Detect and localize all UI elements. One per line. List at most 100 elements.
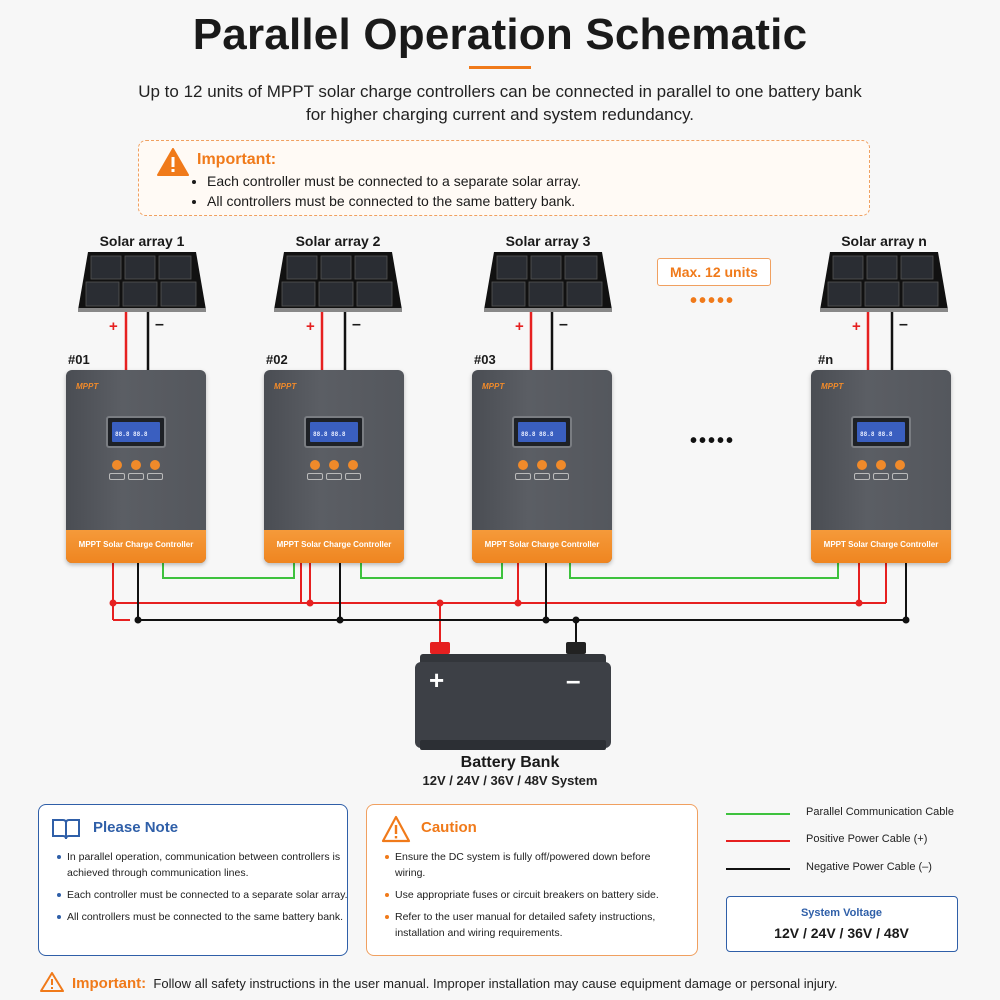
charge-controller-02: MPPT 88.8 88.8 MPPT Solar Charge Control… (264, 370, 404, 563)
button-label-plate (109, 473, 125, 480)
communication-cables (162, 562, 839, 579)
controller-band-label: MPPT Solar Charge Controller (484, 540, 600, 549)
wiring-diagram (109, 312, 910, 750)
legend-communication: Parallel Communication Cable (726, 806, 976, 822)
controller-button (329, 460, 339, 470)
solar-panel-icon (274, 252, 402, 312)
list-item: Ensure the DC system is fully off/powere… (385, 849, 680, 881)
charge-controller-01: MPPT 88.8 88.8 MPPT Solar Charge Control… (66, 370, 206, 563)
please-note-list: In parallel operation, communication bet… (57, 849, 352, 931)
controller-band: MPPT Solar Charge Controller (472, 530, 612, 563)
controller-brand: MPPT (76, 382, 99, 391)
lcd-display: 88.8 88.8 (512, 416, 572, 448)
footer-label: Important: (72, 975, 147, 992)
controller-brand: MPPT (274, 382, 297, 391)
important-heading: Important: (197, 151, 277, 168)
lcd-display: 88.8 88.8 (304, 416, 364, 448)
unit-number-02: #02 (266, 352, 288, 367)
positive-sign: + (515, 318, 524, 335)
battery-bank (415, 642, 611, 750)
warning-outline-icon (381, 815, 411, 843)
button-label-plate (534, 473, 550, 480)
caution-heading: Caution (421, 819, 477, 836)
ellipsis-orange: ••••• (690, 290, 736, 312)
array-label-n: Solar array n (841, 233, 927, 249)
negative-sign: – (559, 316, 568, 333)
controller-band: MPPT Solar Charge Controller (264, 530, 404, 563)
panel-leads (124, 312, 894, 372)
solar-panel-icon (820, 252, 948, 312)
controller-band-label: MPPT Solar Charge Controller (823, 540, 939, 549)
footer-warning: Important: Follow all safety instruction… (40, 972, 980, 992)
array-label-1: Solar array 1 (99, 233, 185, 249)
system-voltage-value: 12V / 24V / 36V / 48V (774, 925, 909, 941)
legend-negative: Negative Power Cable (–) (726, 861, 976, 877)
button-label-plate (515, 473, 531, 480)
legend-label: Parallel Communication Cable (806, 806, 954, 818)
positive-sign: + (109, 318, 118, 335)
system-voltage-card: System Voltage 12V / 24V / 36V / 48V (726, 896, 958, 952)
important-box: Important: Each controller must be conne… (138, 140, 870, 216)
charge-controller-n: MPPT 88.8 88.8 MPPT Solar Charge Control… (811, 370, 951, 563)
controller-button (310, 460, 320, 470)
negative-sign: – (899, 316, 908, 333)
button-label-plate (128, 473, 144, 480)
unit-number-01: #01 (68, 352, 90, 367)
controller-button (348, 460, 358, 470)
battery-minus-label: – (566, 665, 581, 695)
max-units-tag: Max. 12 units (657, 258, 771, 286)
controller-band-label: MPPT Solar Charge Controller (276, 540, 392, 549)
controller-button (857, 460, 867, 470)
controller-brand: MPPT (482, 382, 505, 391)
positive-sign: + (852, 318, 861, 335)
please-note-card: Please Note In parallel operation, commu… (38, 804, 348, 956)
subtitle-line-2: for higher charging current and system r… (305, 105, 695, 124)
caution-card: Caution Ensure the DC system is fully of… (366, 804, 698, 956)
battery-plus-label: + (429, 665, 445, 695)
page-title: Parallel Operation Schematic (192, 10, 808, 59)
controller-button (518, 460, 528, 470)
controller-brand: MPPT (821, 382, 844, 391)
book-icon (52, 819, 80, 840)
ellipsis-dark: ••••• (690, 430, 736, 452)
footer-text: Follow all safety instructions in the us… (153, 976, 838, 991)
controller-band: MPPT Solar Charge Controller (811, 530, 951, 563)
legend-label: Negative Power Cable (–) (806, 861, 932, 873)
list-item: All controllers must be connected to the… (57, 909, 352, 925)
junction-dots (109, 599, 910, 624)
button-label-plate (873, 473, 889, 480)
unit-number-n: #n (818, 352, 834, 367)
button-label-plate (854, 473, 870, 480)
button-label-plate (553, 473, 569, 480)
controller-band-label: MPPT Solar Charge Controller (78, 540, 194, 549)
lcd-readout: 88.8 88.8 (115, 431, 148, 438)
warning-icon (157, 148, 189, 176)
subtitle-line-1: Up to 12 units of MPPT solar charge cont… (138, 82, 862, 101)
battery-label: Battery Bank (460, 754, 560, 771)
lcd-readout: 88.8 88.8 (521, 431, 554, 438)
legend-positive: Positive Power Cable (+) (726, 833, 976, 849)
title-underline (469, 66, 531, 69)
subtitle: Up to 12 units of MPPT solar charge cont… (100, 80, 900, 126)
important-list: Each controller must be connected to a s… (191, 171, 581, 211)
lcd-readout: 88.8 88.8 (313, 431, 346, 438)
positive-sign: + (306, 318, 315, 335)
warning-outline-icon (40, 972, 64, 992)
battery-sublabel: 12V / 24V / 36V / 48V System (422, 773, 598, 788)
please-note-heading: Please Note (93, 819, 179, 836)
controller-button (112, 460, 122, 470)
button-label-plate (345, 473, 361, 480)
controller-button (537, 460, 547, 470)
charge-controller-03: MPPT 88.8 88.8 MPPT Solar Charge Control… (472, 370, 612, 563)
caution-list: Ensure the DC system is fully off/powere… (385, 849, 680, 947)
list-item: Each controller must be connected to a s… (57, 887, 352, 903)
lcd-display: 88.8 88.8 (851, 416, 911, 448)
controller-button (150, 460, 160, 470)
lcd-readout: 88.8 88.8 (860, 431, 893, 438)
list-item: Use appropriate fuses or circuit breaker… (385, 887, 680, 903)
controller-band: MPPT Solar Charge Controller (66, 530, 206, 563)
solar-panel-icon (484, 252, 612, 312)
legend-swatch (726, 868, 790, 870)
button-label-plate (307, 473, 323, 480)
positive-bus (112, 562, 887, 650)
